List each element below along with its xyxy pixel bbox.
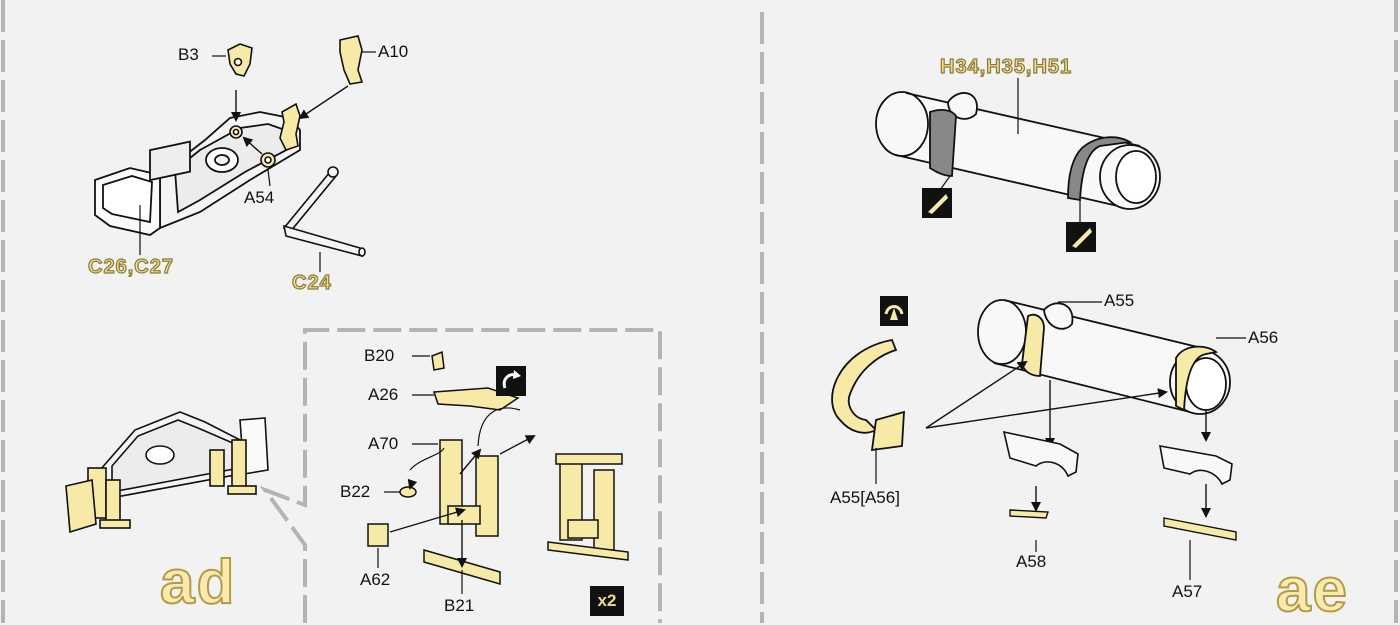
label-a26: A26	[368, 385, 399, 404]
step-label-ae: ae	[1275, 556, 1349, 625]
gear-housing	[94, 111, 301, 236]
small-plates	[1009, 509, 1237, 541]
strap-band	[831, 338, 905, 452]
yellow-parts-top	[227, 35, 364, 168]
label-a55: A55	[1104, 291, 1135, 310]
label-b20: B20	[364, 346, 395, 365]
label-a56: A56	[1248, 328, 1279, 347]
label-b21: B21	[444, 596, 475, 615]
drum-bottom	[977, 299, 1231, 415]
label-a55-a56: A55[A56]	[830, 488, 900, 507]
drum-top	[875, 91, 1161, 210]
ae-arrows	[925, 360, 1211, 518]
flip-over-icon	[880, 296, 908, 326]
label-a62: A62	[360, 570, 391, 589]
label-a58: A58	[1016, 552, 1047, 571]
drum-top-leader	[939, 78, 1081, 222]
assembly-arrows-top	[231, 85, 349, 155]
cut-wedge-icon	[1066, 222, 1096, 252]
label-b3: B3	[178, 45, 199, 64]
cradles	[1002, 430, 1233, 486]
inset-callout	[259, 328, 662, 623]
label-a10: A10	[378, 42, 409, 61]
assembled-frame	[65, 411, 269, 534]
label-c26-c27: C26,C27	[87, 255, 174, 278]
label-a54: A54	[244, 188, 275, 207]
label-a57: A57	[1172, 582, 1203, 601]
rotate-icon	[496, 366, 526, 396]
inset-leader-lines	[377, 355, 521, 594]
ae-leader-lines	[1035, 301, 1246, 580]
label-h34-h35-h51: H34,H35,H51	[939, 55, 1073, 78]
multiplier-badge: x2	[590, 586, 624, 616]
label-c24: C24	[291, 271, 332, 294]
step-label-ad: ad	[159, 548, 237, 617]
cut-wedge-icon	[922, 188, 952, 218]
leader-lines-top	[139, 51, 376, 272]
crank-handle	[282, 166, 366, 258]
inset-arrows	[389, 435, 536, 568]
label-a70: A70	[368, 434, 399, 453]
label-b22: B22	[340, 482, 371, 501]
